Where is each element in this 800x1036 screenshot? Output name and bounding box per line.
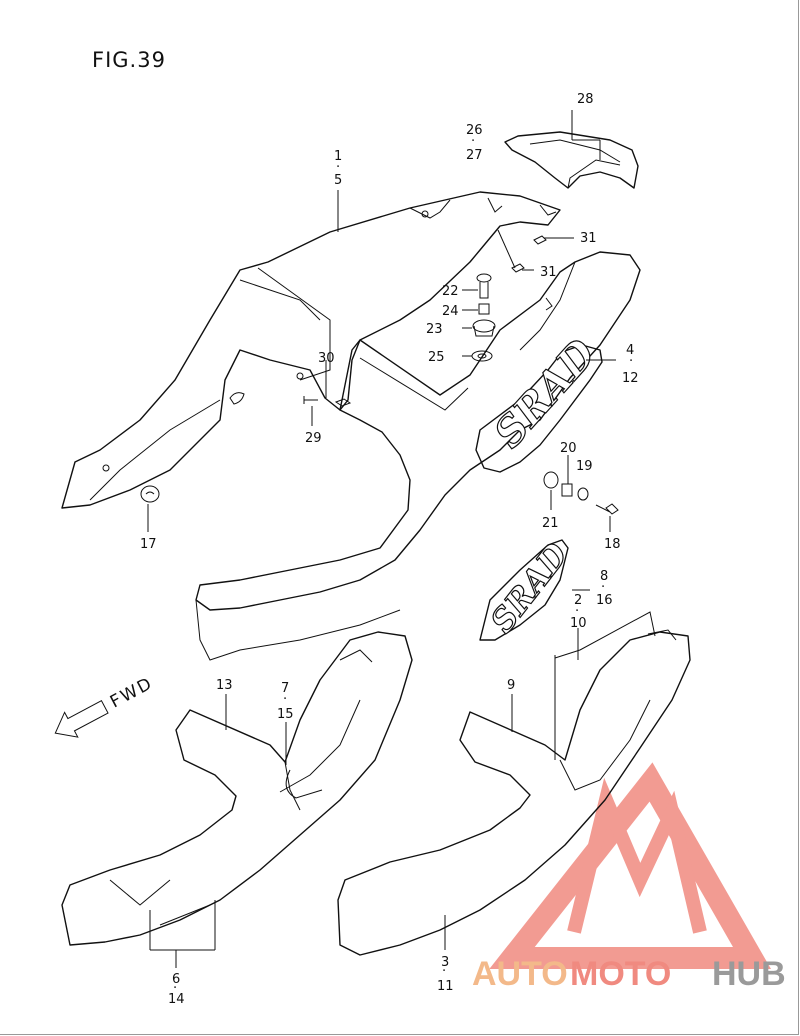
callout-sep: · [629,354,633,369]
forward-direction-indicator: FWD [54,673,157,738]
callout-8: 8 [600,569,608,584]
callout-sep: · [336,160,340,175]
watermark-auto: AUTO [472,955,568,993]
callout-22: 22 [442,284,459,299]
tail-cover-upper [504,131,639,189]
callout-4: 4 [626,343,634,358]
callout-27: 27 [466,148,483,163]
figure-title: FIG.39 [92,48,166,72]
side-cover-right: SRAD [475,330,606,473]
callout-30: 30 [318,351,335,366]
callout-sep: · [442,964,446,979]
callout-1: 1 [334,149,342,164]
callout-14: 14 [168,992,185,1007]
emblem-badge: SRAD [479,535,576,641]
callout-16: 16 [596,593,613,608]
callout-29: 29 [305,431,322,446]
callout-2: 2 [574,593,582,608]
callout-31b: 31 [540,265,557,280]
callout-10: 10 [570,616,587,631]
side-cover-lower-right [337,611,691,956]
callout-23: 23 [426,322,443,337]
callout-sep: · [601,580,605,595]
callout-20: 20 [560,441,577,456]
callout-labels: 1 · 5 26 · 27 28 31 31 22 24 23 25 4 · 1… [140,92,639,1007]
callout-24: 24 [442,304,459,319]
callout-28: 28 [577,92,594,107]
callout-19: 19 [576,459,593,474]
callout-12: 12 [622,371,639,386]
callout-15: 15 [277,707,294,722]
watermark-moto: MOTO [570,955,671,993]
callout-3: 3 [441,955,449,970]
callout-26: 26 [466,123,483,138]
fasteners [140,235,619,515]
callout-17: 17 [140,537,157,552]
callout-7: 7 [281,681,289,696]
fwd-label: FWD [107,673,157,712]
leader-lines [147,110,616,968]
callout-sep: · [471,134,475,149]
callout-6: 6 [172,972,180,987]
callout-13: 13 [216,678,233,693]
callout-31a: 31 [580,231,597,246]
callout-sep: · [173,981,177,996]
srad-emblem-badge: SRAD [483,536,576,640]
watermark-logo [489,762,771,969]
callout-sep: · [575,604,579,619]
seat-tail-cowling [61,191,641,661]
callout-sep: · [283,692,287,707]
callout-18: 18 [604,537,621,552]
callout-21: 21 [542,516,559,531]
callout-9: 9 [507,678,515,693]
watermark-text: AUTO MOTO HUB [472,955,786,993]
callout-5: 5 [334,173,342,188]
callout-11: 11 [437,979,454,994]
callout-25: 25 [428,350,445,365]
watermark-hub: HUB [712,955,786,993]
side-cover-left [61,631,413,946]
